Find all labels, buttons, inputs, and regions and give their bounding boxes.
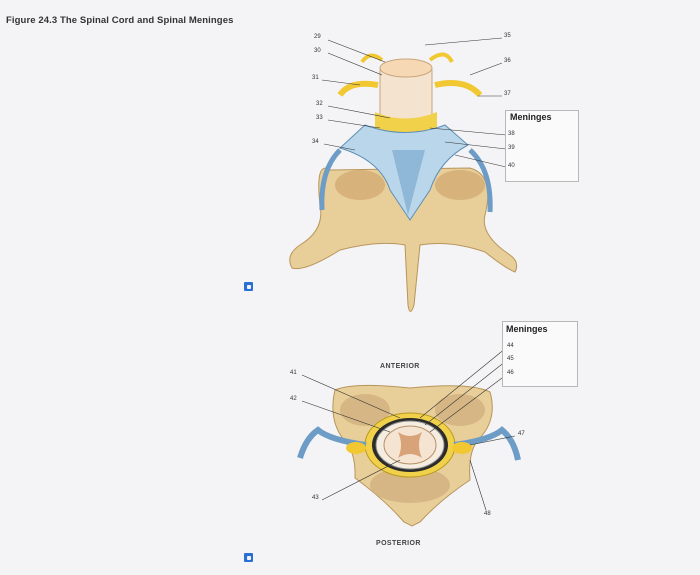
- label-42: 42: [290, 396, 297, 402]
- label-40: 40: [508, 163, 515, 169]
- label-30: 30: [314, 48, 321, 54]
- label-47: 47: [518, 431, 525, 437]
- label-43: 43: [312, 495, 319, 501]
- label-36: 36: [504, 58, 511, 64]
- label-34: 34: [312, 139, 319, 145]
- anterior-label: ANTERIOR: [380, 363, 420, 370]
- label-31: 31: [312, 75, 319, 81]
- label-37: 37: [504, 91, 511, 97]
- label-41: 41: [290, 370, 297, 376]
- label-29: 29: [314, 34, 321, 40]
- label-38: 38: [508, 131, 515, 137]
- posterior-label: POSTERIOR: [376, 540, 421, 547]
- meninges-title-bottom: Meninges: [506, 324, 548, 334]
- label-44: 44: [507, 343, 514, 349]
- label-45: 45: [507, 356, 514, 362]
- label-48: 48: [484, 511, 491, 517]
- label-33: 33: [316, 115, 323, 121]
- meninges-box-bottom: [502, 321, 578, 387]
- label-35: 35: [504, 33, 511, 39]
- label-32: 32: [316, 101, 323, 107]
- meninges-box-top: [505, 110, 579, 182]
- figure-title: Figure 24.3 The Spinal Cord and Spinal M…: [6, 15, 234, 26]
- vertebra-top: [289, 167, 518, 312]
- checkbox-icon-b[interactable]: [244, 553, 253, 562]
- label-46: 46: [507, 370, 514, 376]
- label-39: 39: [508, 145, 515, 151]
- checkbox-icon-a[interactable]: [244, 282, 253, 291]
- meninges-title-top: Meninges: [510, 112, 552, 122]
